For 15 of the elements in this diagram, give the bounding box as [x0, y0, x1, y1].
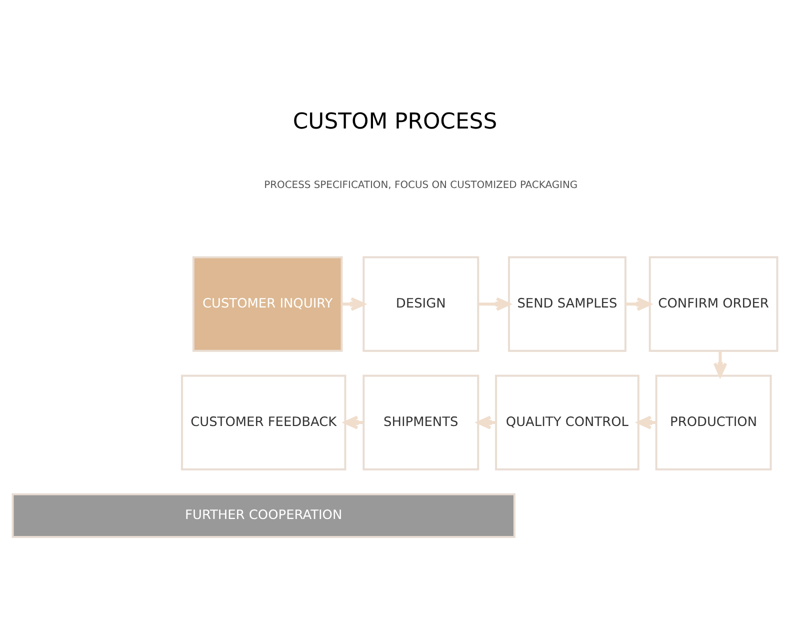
node-box: DESIGN [362, 256, 480, 352]
diagram-title: CUSTOM PROCESS [292, 109, 498, 134]
node-box: CUSTOMER FEEDBACK [180, 374, 346, 470]
node-box: QUALITY CONTROL [495, 374, 640, 470]
arrow [713, 351, 728, 377]
arrow [478, 297, 510, 311]
node-box: CONFIRM ORDER [648, 256, 778, 352]
node-box: CUSTOMER INQUIRY [192, 256, 343, 352]
arrow [342, 297, 365, 311]
label: PROCESS SPECIFICATION, FOCUS ON CUSTOMIZED PACKAGING [264, 180, 578, 192]
node-box: PRODUCTION [655, 374, 772, 470]
node-box: FURTHER COOPERATION [12, 493, 516, 538]
arrow [626, 297, 652, 311]
node-box: SHIPMENTS [362, 374, 480, 470]
node-box: SEND SAMPLES [508, 256, 626, 352]
